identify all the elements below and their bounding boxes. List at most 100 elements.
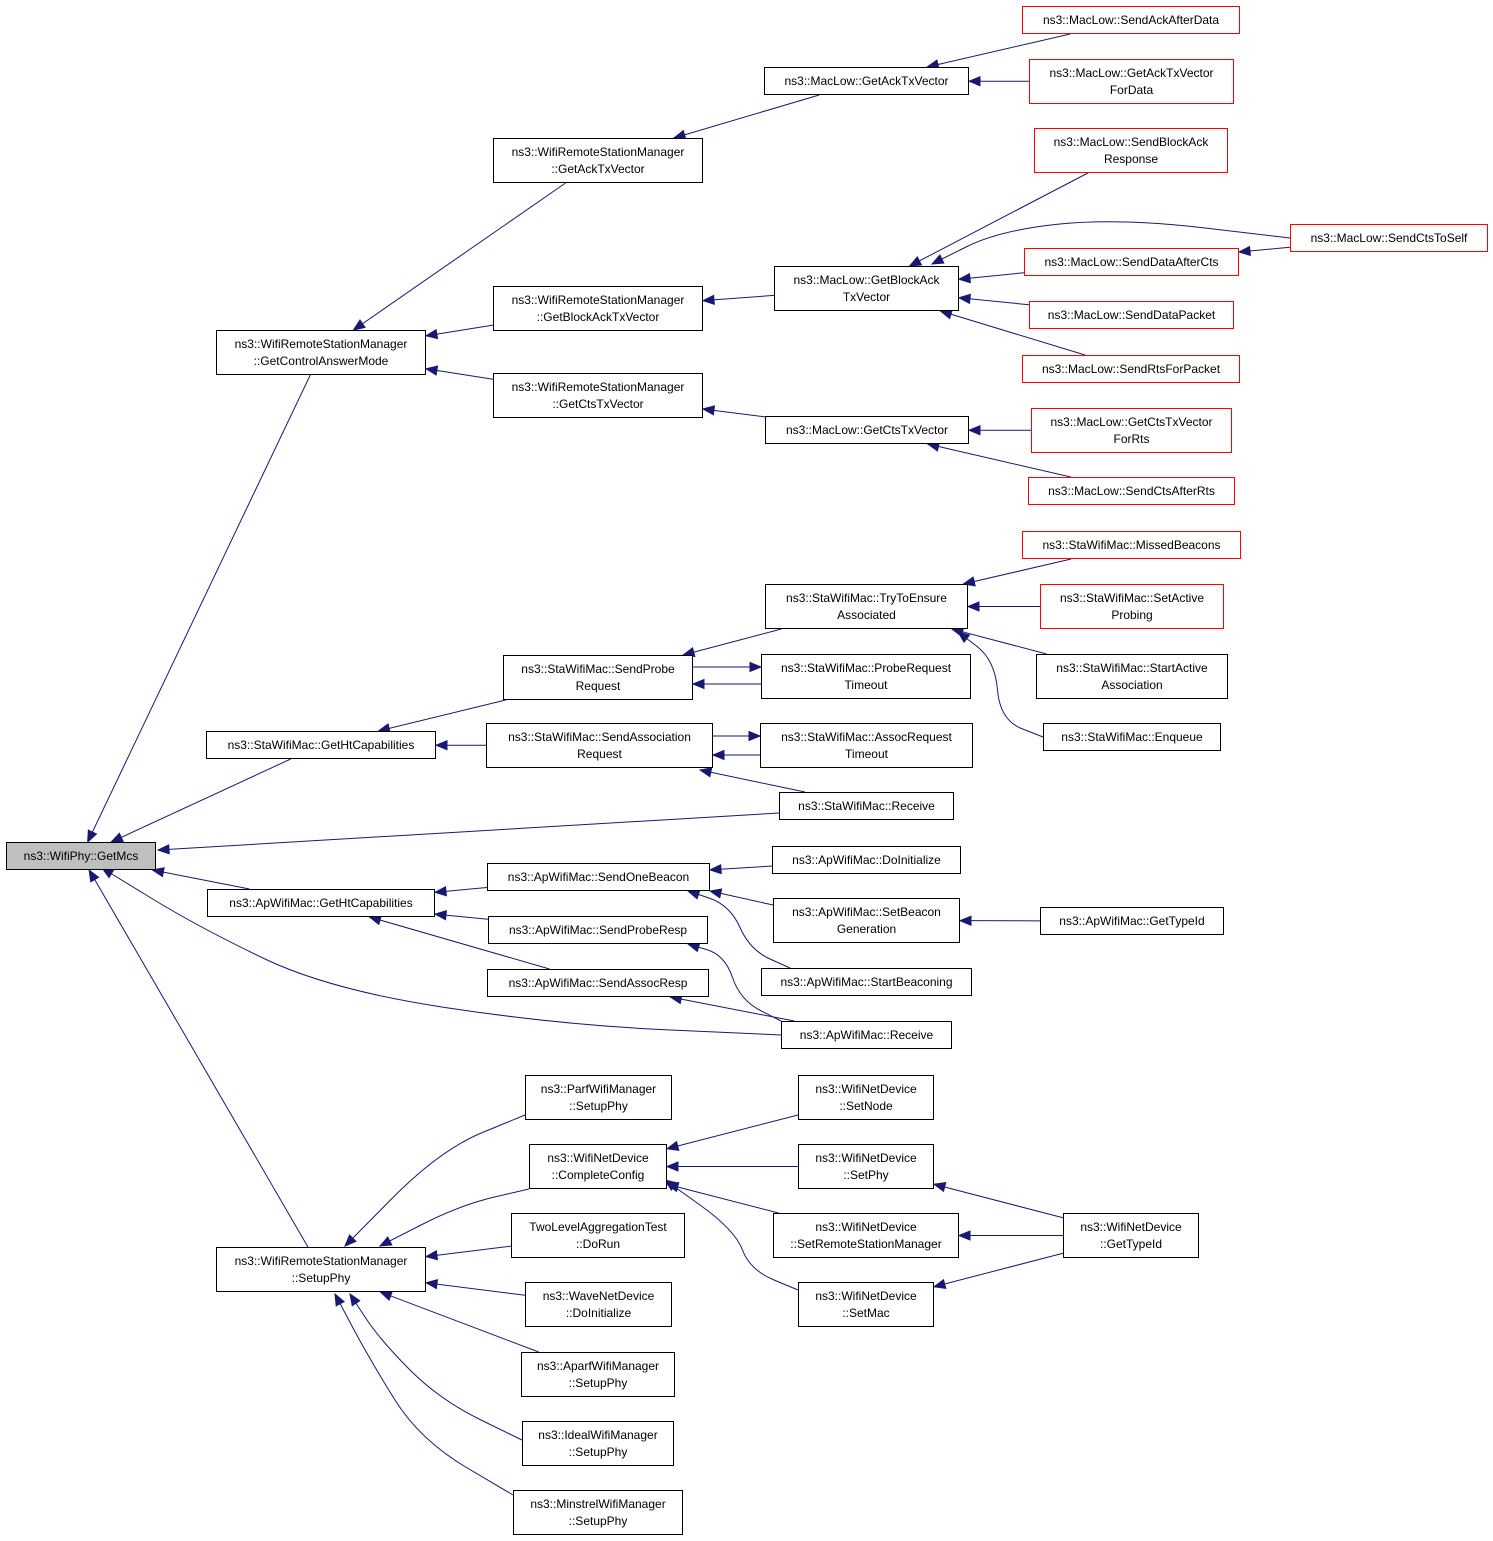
- arrowhead: [349, 1292, 361, 1307]
- edge-sta_missedbeacons-to-sta_trytoensureassociated: [962, 558, 1072, 587]
- node-maclow-getctstxvector[interactable]: ns3::MacLow::GetCtsTxVector: [765, 416, 969, 444]
- arrowhead: [434, 739, 448, 751]
- node-wrsm-getcontrolanswermode[interactable]: ns3::WifiRemoteStationManager::GetContro…: [216, 330, 426, 375]
- edge-ap_doinitialize-to-ap_sendonebeacon: [708, 863, 773, 875]
- node-label-line: ns3::ApWifiMac::SendOneBeacon: [507, 869, 690, 884]
- edge-wnd_setnode-to-wnd_completeconfig: [665, 1114, 799, 1151]
- node-label-line: ns3::WifiRemoteStationManager: [511, 379, 685, 394]
- edge-maclow_sendblockackresponse-to-maclow_getblockacktxvector: [908, 172, 1089, 267]
- arrowhead: [932, 1182, 947, 1193]
- arrowhead: [87, 829, 98, 844]
- node-wnd-setphy[interactable]: ns3::WifiNetDevice::SetPhy: [798, 1144, 934, 1189]
- node-label-line: Timeout: [845, 746, 888, 761]
- node-parf-setupphy[interactable]: ns3::ParfWifiManager::SetupPhy: [525, 1075, 672, 1120]
- node-label-line: ns3::WifiRemoteStationManager: [511, 292, 685, 307]
- node-wrsm-setupphy[interactable]: ns3::WifiRemoteStationManager::SetupPhy: [216, 1247, 426, 1292]
- node-label-line: ::SetupPhy: [291, 1270, 351, 1285]
- node-label-line: Timeout: [844, 677, 888, 692]
- node-wnd-setremotestationmanager[interactable]: ns3::WifiNetDevice::SetRemoteStationMana…: [773, 1213, 959, 1258]
- node-label-line: Associated: [837, 607, 896, 622]
- node-tla-dorun[interactable]: TwoLevelAggregationTest::DoRun: [511, 1213, 685, 1258]
- node-label-line: ns3::StaWifiMac::AssocRequest: [781, 729, 952, 744]
- edge-wrsm_getacktxvector-to-wrsm_getcontrolanswermode: [352, 182, 566, 331]
- node-wrsm-getacktxvector[interactable]: ns3::WifiRemoteStationManager::GetAckTxV…: [493, 138, 703, 183]
- node-label-line: ns3::MacLow::SendCtsToSelf: [1310, 230, 1468, 245]
- edge-line: [957, 631, 1044, 738]
- node-ap-sendonebeacon[interactable]: ns3::ApWifiMac::SendOneBeacon: [487, 863, 710, 891]
- node-label-line: ::SetupPhy: [569, 1098, 628, 1113]
- node-maclow-sendrtsforpacket[interactable]: ns3::MacLow::SendRtsForPacket: [1022, 355, 1240, 383]
- node-maclow-senddataaftercts[interactable]: ns3::MacLow::SendDataAfterCts: [1024, 248, 1239, 276]
- node-maclow-sendctstoself[interactable]: ns3::MacLow::SendCtsToSelf: [1290, 224, 1488, 252]
- node-wrsm-getblockacktxvector[interactable]: ns3::WifiRemoteStationManager::GetBlockA…: [493, 286, 703, 331]
- node-maclow-senddatapacket[interactable]: ns3::MacLow::SendDataPacket: [1029, 301, 1234, 329]
- edge-tla_dorun-to-wrsm_setupphy: [424, 1245, 512, 1261]
- edge-line: [152, 869, 250, 890]
- edge-wnd_gettypeid-to-wnd_setmac: [932, 1252, 1064, 1289]
- node-wave-doinitialize[interactable]: ns3::WaveNetDevice::DoInitialize: [525, 1282, 672, 1327]
- node-label-line: ns3::MacLow::SendAckAfterData: [1042, 12, 1220, 27]
- node-wnd-setmac[interactable]: ns3::WifiNetDevice::SetMac: [798, 1282, 934, 1327]
- node-ideal-setupphy[interactable]: ns3::IdealWifiManager::SetupPhy: [522, 1421, 674, 1466]
- node-maclow-sendackafterdata[interactable]: ns3::MacLow::SendAckAfterData: [1022, 6, 1240, 34]
- node-label-line: ::SetupPhy: [568, 1375, 628, 1390]
- node-aparf-setupphy[interactable]: ns3::AparfWifiManager::SetupPhy: [521, 1352, 675, 1397]
- node-sta-enqueue[interactable]: ns3::StaWifiMac::Enqueue: [1043, 723, 1221, 751]
- node-ap-gettypeid[interactable]: ns3::ApWifiMac::GetTypeId: [1040, 907, 1224, 935]
- node-maclow-sendctsafterrts[interactable]: ns3::MacLow::SendCtsAfterRts: [1028, 477, 1235, 505]
- edge-sta_trytoensureassociated-to-sta_sendproberequest: [681, 628, 782, 658]
- edge-line: [673, 94, 820, 139]
- arrowhead: [88, 868, 100, 883]
- node-label-line: ::GetControlAnswerMode: [253, 353, 389, 368]
- node-label-line: Response: [1103, 151, 1159, 166]
- node-sta-gethtcapabilities[interactable]: ns3::StaWifiMac::GetHtCapabilities: [206, 731, 436, 759]
- node-label-line: ns3::ApWifiMac::SendProbeResp: [508, 922, 688, 937]
- node-ap-sendproberesp[interactable]: ns3::ApWifiMac::SendProbeResp: [488, 916, 708, 944]
- arrowhead: [686, 942, 701, 953]
- edge-line: [666, 1114, 799, 1150]
- edge-maclow_getctstxvector-to-wrsm_getctstxvector: [701, 405, 766, 418]
- arrowhead: [1237, 245, 1251, 257]
- node-wnd-completeconfig[interactable]: ns3::WifiNetDevice::CompleteConfig: [529, 1144, 667, 1189]
- node-minstrel-setupphy[interactable]: ns3::MinstrelWifiManager::SetupPhy: [513, 1490, 683, 1535]
- arrowhead: [665, 1140, 680, 1151]
- node-wnd-setnode[interactable]: ns3::WifiNetDevice::SetNode: [798, 1075, 934, 1120]
- edge-maclow_getacktxvector-to-wrsm_getacktxvector: [672, 94, 820, 140]
- node-maclow-getacktxvector[interactable]: ns3::MacLow::GetAckTxVector: [764, 67, 969, 95]
- edge-line: [101, 867, 782, 1036]
- arrowhead: [433, 910, 447, 921]
- edge-line: [425, 1282, 526, 1296]
- node-sta-receive[interactable]: ns3::StaWifiMac::Receive: [779, 792, 954, 820]
- node-ap-gethtcapabilities[interactable]: ns3::ApWifiMac::GetHtCapabilities: [207, 889, 435, 917]
- node-label-line: ns3::StaWifiMac::SendProbe: [521, 661, 675, 676]
- node-wrsm-getctstxvector[interactable]: ns3::WifiRemoteStationManager::GetCtsTxV…: [493, 373, 703, 418]
- node-ap-startbeaconing[interactable]: ns3::ApWifiMac::StartBeaconing: [761, 968, 972, 996]
- node-wnd-gettypeid[interactable]: ns3::WifiNetDevice::GetTypeId: [1063, 1213, 1199, 1258]
- node-sta-missedbeacons[interactable]: ns3::StaWifiMac::MissedBeacons: [1022, 531, 1241, 559]
- node-ap-receive[interactable]: ns3::ApWifiMac::Receive: [781, 1021, 952, 1049]
- edge-sta_enqueue-to-sta_trytoensureassociated: [956, 631, 1044, 738]
- edge-line: [344, 1114, 526, 1247]
- edge-wrsm_getblockacktxvector-to-wrsm_getcontrolanswermode: [424, 324, 494, 340]
- node-label-line: Generation: [836, 921, 897, 936]
- node-ap-sendassocresp[interactable]: ns3::ApWifiMac::SendAssocResp: [487, 969, 709, 997]
- arrowhead: [711, 749, 725, 761]
- edge-line: [334, 1293, 514, 1496]
- edge-ap_gettypeid-to-ap_setbeacongeneration: [958, 915, 1041, 926]
- node-label-line: ns3::WifiNetDevice: [1080, 1219, 1182, 1234]
- node-ap-doinitialize[interactable]: ns3::ApWifiMac::DoInitialize: [772, 846, 961, 874]
- node-label-line: ns3::ParfWifiManager: [540, 1081, 657, 1096]
- edge-wnd_setremotestationmanager-to-wnd_completeconfig: [665, 1182, 779, 1214]
